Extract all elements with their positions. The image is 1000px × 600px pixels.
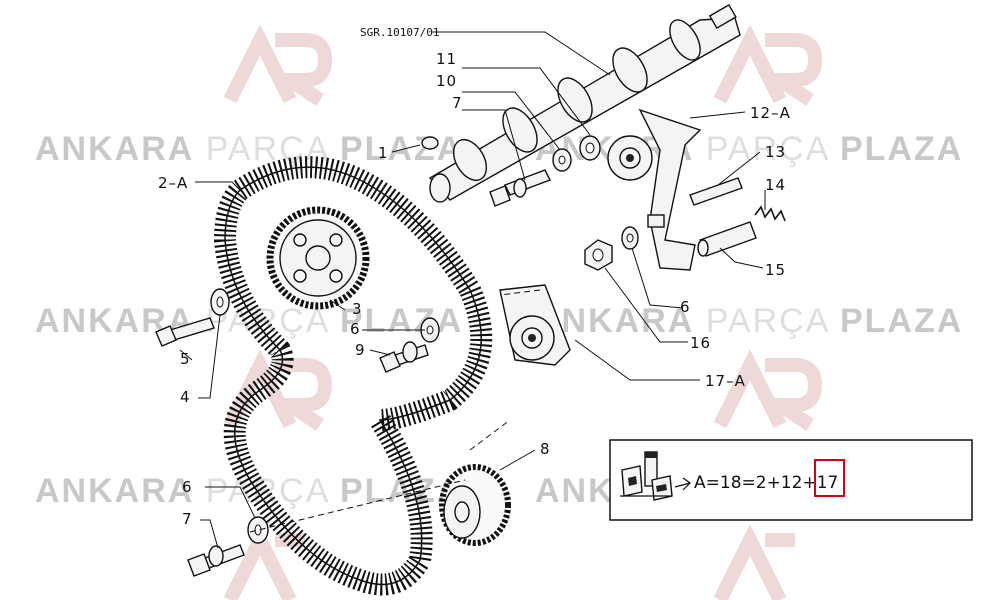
legend-formula-prefix: A=18=2+12+ [694,473,817,493]
tensioner-17a [499,284,571,366]
legend-formula-highlight: 17 [817,473,839,493]
label-17a: 17–A [705,372,746,390]
svg-text:ANKARA PARÇA PLAZA: ANKARA PARÇA PLAZA [535,302,963,340]
svg-text:ANKARA PARÇA PLAZA: ANKARA PARÇA PLAZA [35,302,463,340]
label-16: 16 [690,334,711,352]
svg-text:ANKARA PARÇA PLAZA: ANKARA PARÇA PLAZA [35,472,463,510]
label-14: 14 [765,176,786,194]
highlight-box [814,459,845,497]
small-parts [155,135,786,577]
label-11: 11 [436,50,457,68]
legend-formula: A=18=2+12+17 [694,473,838,493]
label-10: 10 [436,72,457,90]
svg-text:ANKARA PARÇA PLAZA: ANKARA PARÇA PLAZA [35,130,463,168]
leader-lines [179,31,766,549]
label-2a: 2–A [158,174,188,192]
cam-pulley [266,206,370,310]
tensioner-12a [607,108,702,271]
label-6-mid: 6 [350,320,361,338]
watermark-word-2: PARÇA [206,130,329,168]
camshaft [428,3,741,203]
label-1: 1 [378,144,389,162]
label-7-top: 7 [452,94,463,112]
label-7-lower: 7 [182,510,193,528]
label-15: 15 [765,261,786,279]
label-5: 5 [180,350,191,368]
label-4: 4 [180,388,191,406]
crank-pulley [439,464,511,546]
timing-belt [213,156,493,596]
legend-box: A=18=2+12+17 [609,439,973,521]
label-3: 3 [352,300,363,318]
label-6-right: 6 [680,298,691,316]
watermark-word-3: PLAZA [340,130,463,168]
label-13: 13 [765,143,786,161]
label-6-lower: 6 [182,478,193,496]
label-12a: 12–A [750,104,791,122]
label-8: 8 [540,440,551,458]
reference-code: SGR.10107/01 [360,26,439,39]
label-9: 9 [355,341,366,359]
part-labels: 1 2–A 3 4 5 6 6 6 7 7 8 9 10 11 12–A 13 … [158,50,791,528]
kit-icon [620,451,691,501]
watermark-word-1: ANKARA [35,130,194,168]
